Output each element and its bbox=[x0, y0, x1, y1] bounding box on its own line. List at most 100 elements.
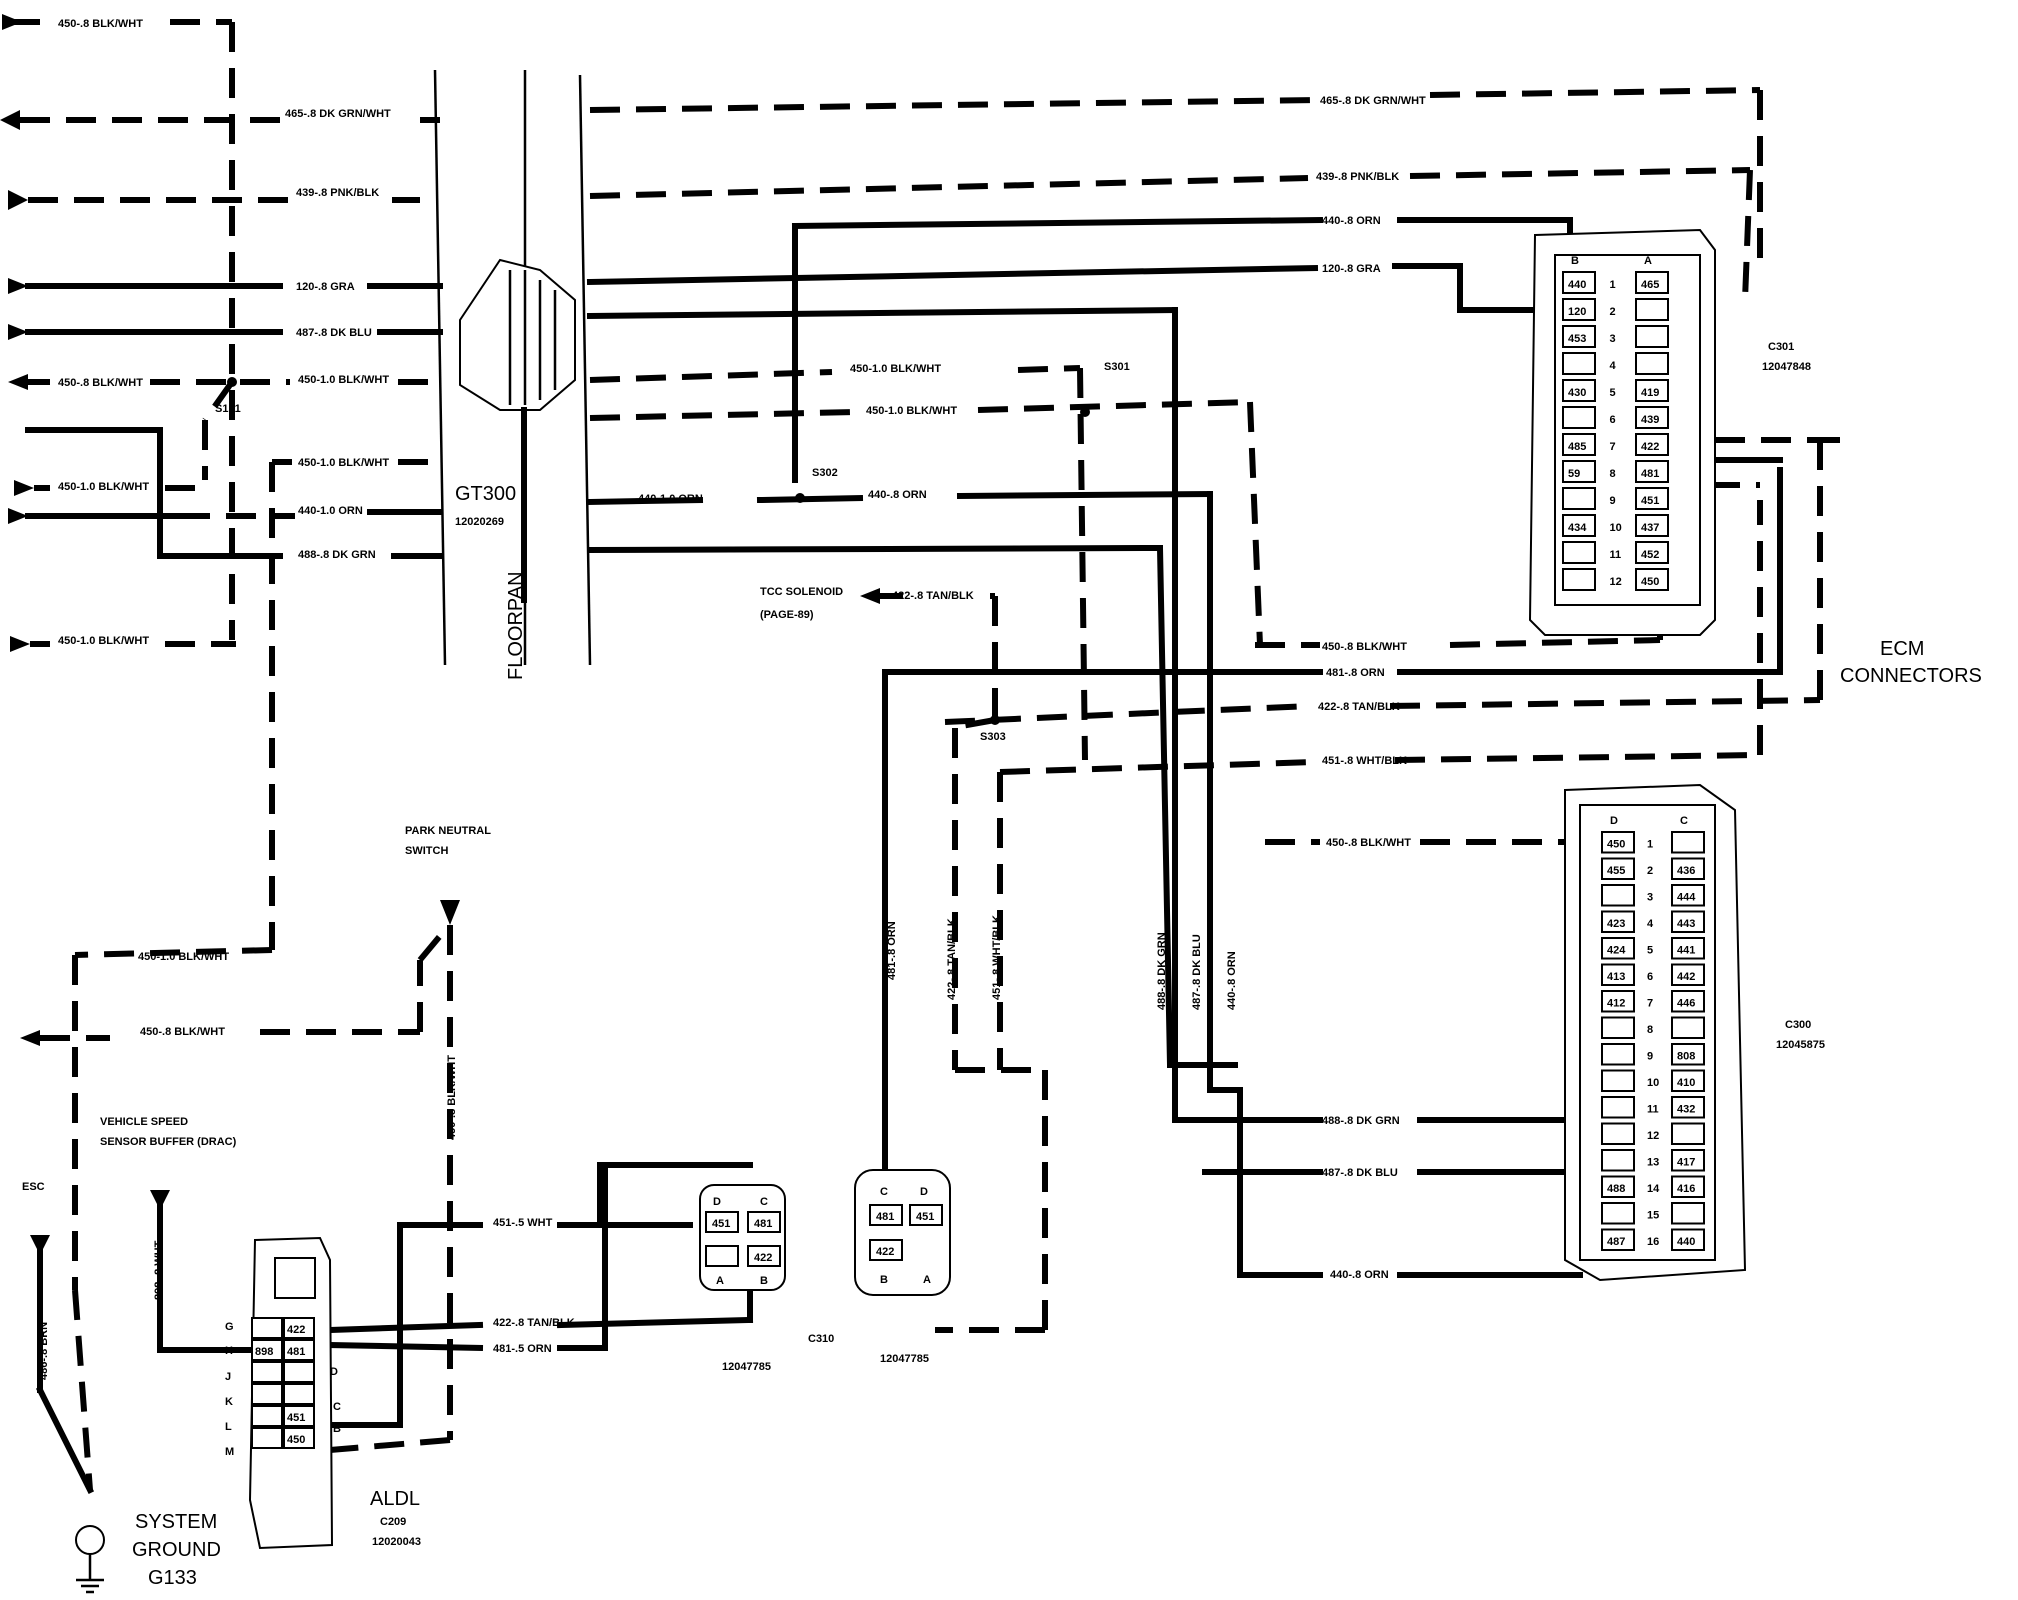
pin-cell bbox=[1601, 1096, 1635, 1119]
c300-part: 12045875 bbox=[1776, 1039, 1825, 1051]
c310-part-b: 12047785 bbox=[880, 1353, 929, 1365]
pin-cell bbox=[1671, 963, 1705, 986]
pin: 422 bbox=[876, 1246, 894, 1258]
splice-label: S302 bbox=[812, 467, 838, 479]
wire-label: 422-.8 TAN/BLK bbox=[892, 590, 974, 602]
pin-cell bbox=[1635, 379, 1669, 402]
pin-letter: C bbox=[760, 1196, 768, 1208]
pin-number: 453 bbox=[1568, 333, 1586, 345]
aldl-name: ALDL bbox=[370, 1488, 420, 1510]
pin-cell bbox=[1671, 1149, 1705, 1172]
wire-label: 440-1.0 ORN bbox=[638, 493, 703, 505]
wire-label: 487-.8 DK BLU bbox=[296, 327, 372, 339]
pin-cell bbox=[1671, 990, 1705, 1013]
pin-letter: B bbox=[880, 1274, 888, 1286]
wire-label: 488-.8 DK GRN bbox=[298, 549, 376, 561]
wire-label: 450-1.0 BLK/WHT bbox=[138, 951, 229, 963]
right-wires bbox=[586, 87, 1840, 1278]
pin: 481 bbox=[754, 1218, 772, 1230]
pin-cell bbox=[1601, 910, 1635, 933]
pin-cell bbox=[1635, 568, 1669, 591]
wire-label: 450-1.0 BLK/WHT bbox=[58, 635, 149, 647]
wire-label: 439-.8 PNK/BLK bbox=[1316, 171, 1399, 183]
pin-cell bbox=[1601, 937, 1635, 960]
pin-cell bbox=[1671, 1202, 1705, 1225]
pin-cell bbox=[1601, 1043, 1635, 1066]
c301-part: 12047848 bbox=[1762, 361, 1811, 373]
pin-cell bbox=[1671, 1016, 1705, 1039]
tcc-solenoid-label: TCC SOLENOID bbox=[760, 586, 843, 598]
ground-label-2: GROUND bbox=[132, 1539, 221, 1561]
pin-number: 434 bbox=[1568, 522, 1587, 534]
wire-label: 450-.8 BLK/WHT bbox=[446, 1055, 458, 1140]
pin-number: 485 bbox=[1568, 441, 1586, 453]
row-number: 12 bbox=[1647, 1130, 1659, 1142]
pin-cell bbox=[1562, 406, 1596, 429]
pin-number: 424 bbox=[1607, 945, 1626, 957]
wire-label: 422-.8 TAN/BLK bbox=[493, 1317, 575, 1329]
pns-label: PARK NEUTRAL bbox=[405, 825, 491, 837]
ecm-connector-c301 bbox=[1528, 228, 1716, 636]
pin-number: 439 bbox=[1641, 414, 1659, 426]
pin-number: 422 bbox=[1641, 441, 1659, 453]
pin-letter: K bbox=[225, 1396, 233, 1408]
row-number: 12 bbox=[1610, 576, 1622, 588]
row-number: 10 bbox=[1647, 1077, 1659, 1089]
pin-cell bbox=[1635, 298, 1669, 321]
wire-label: 487-.8 DK BLU bbox=[1322, 1167, 1398, 1179]
floorpan-label: FLOORPAN bbox=[505, 571, 527, 680]
column-letter: C bbox=[1680, 815, 1688, 827]
pin-cell bbox=[1671, 910, 1705, 933]
pin-letter: B bbox=[333, 1423, 341, 1435]
pin-cell bbox=[1635, 271, 1669, 294]
gt300-part: 12020269 bbox=[455, 516, 504, 528]
pin-letter: A bbox=[716, 1275, 724, 1287]
pin-letter: G bbox=[225, 1321, 234, 1333]
wire-label: 422-.8 TAN/BLK bbox=[946, 918, 958, 1000]
pin-cell bbox=[1601, 1149, 1635, 1172]
pin-cell bbox=[1671, 1043, 1705, 1066]
pin-cell bbox=[1562, 541, 1596, 564]
wire-label: 439-.8 PNK/BLK bbox=[296, 187, 379, 199]
pin-number: 59 bbox=[1568, 468, 1580, 480]
pin-cell bbox=[1562, 325, 1596, 348]
pin-cell bbox=[1671, 1096, 1705, 1119]
ground-symbol bbox=[75, 1525, 105, 1594]
pin-cell bbox=[1601, 1069, 1635, 1092]
aldl-part: 12020043 bbox=[372, 1536, 421, 1548]
aldl-wires bbox=[20, 925, 754, 1495]
row-number: 1 bbox=[1610, 279, 1616, 291]
pin-cell bbox=[1601, 963, 1635, 986]
pin-cell bbox=[1562, 514, 1596, 537]
ground-label: SYSTEM bbox=[135, 1511, 217, 1533]
row-number: 11 bbox=[1610, 549, 1622, 561]
pin-letter: H bbox=[225, 1345, 233, 1357]
pin-number: 120 bbox=[1568, 306, 1586, 318]
vss-label: VEHICLE SPEED bbox=[100, 1116, 188, 1128]
splice-label: S151 bbox=[215, 403, 241, 415]
pin-cell bbox=[1601, 1175, 1635, 1198]
wire-label: 450-1.0 BLK/WHT bbox=[298, 374, 389, 386]
pin: 451 bbox=[287, 1412, 305, 1424]
ecm-title: ECM bbox=[1880, 638, 1924, 660]
pin-number: 423 bbox=[1607, 918, 1625, 930]
wire-label: 450-.8 BLK/WHT bbox=[1326, 837, 1411, 849]
pin-letter: A bbox=[923, 1274, 931, 1286]
column-letter: A bbox=[1644, 255, 1652, 267]
pin-cell bbox=[1562, 352, 1596, 375]
wire-label: 465-.8 DK GRN/WHT bbox=[1320, 95, 1426, 107]
pin-number: 441 bbox=[1677, 945, 1695, 957]
pin-letter: C bbox=[880, 1186, 888, 1198]
pin-number: 442 bbox=[1677, 971, 1695, 983]
pin-number: 436 bbox=[1677, 865, 1695, 877]
wire-label: 450-.8 BLK/WHT bbox=[58, 377, 143, 389]
pin-cell bbox=[1601, 857, 1635, 880]
pin-number: 443 bbox=[1677, 918, 1695, 930]
pin-cell bbox=[1601, 831, 1635, 854]
pin-number: 440 bbox=[1677, 1236, 1695, 1248]
row-number: 3 bbox=[1647, 892, 1653, 904]
row-number: 1 bbox=[1647, 839, 1653, 851]
ecm-subtitle: CONNECTORS bbox=[1840, 665, 1982, 687]
pin-number: 446 bbox=[1677, 998, 1695, 1010]
